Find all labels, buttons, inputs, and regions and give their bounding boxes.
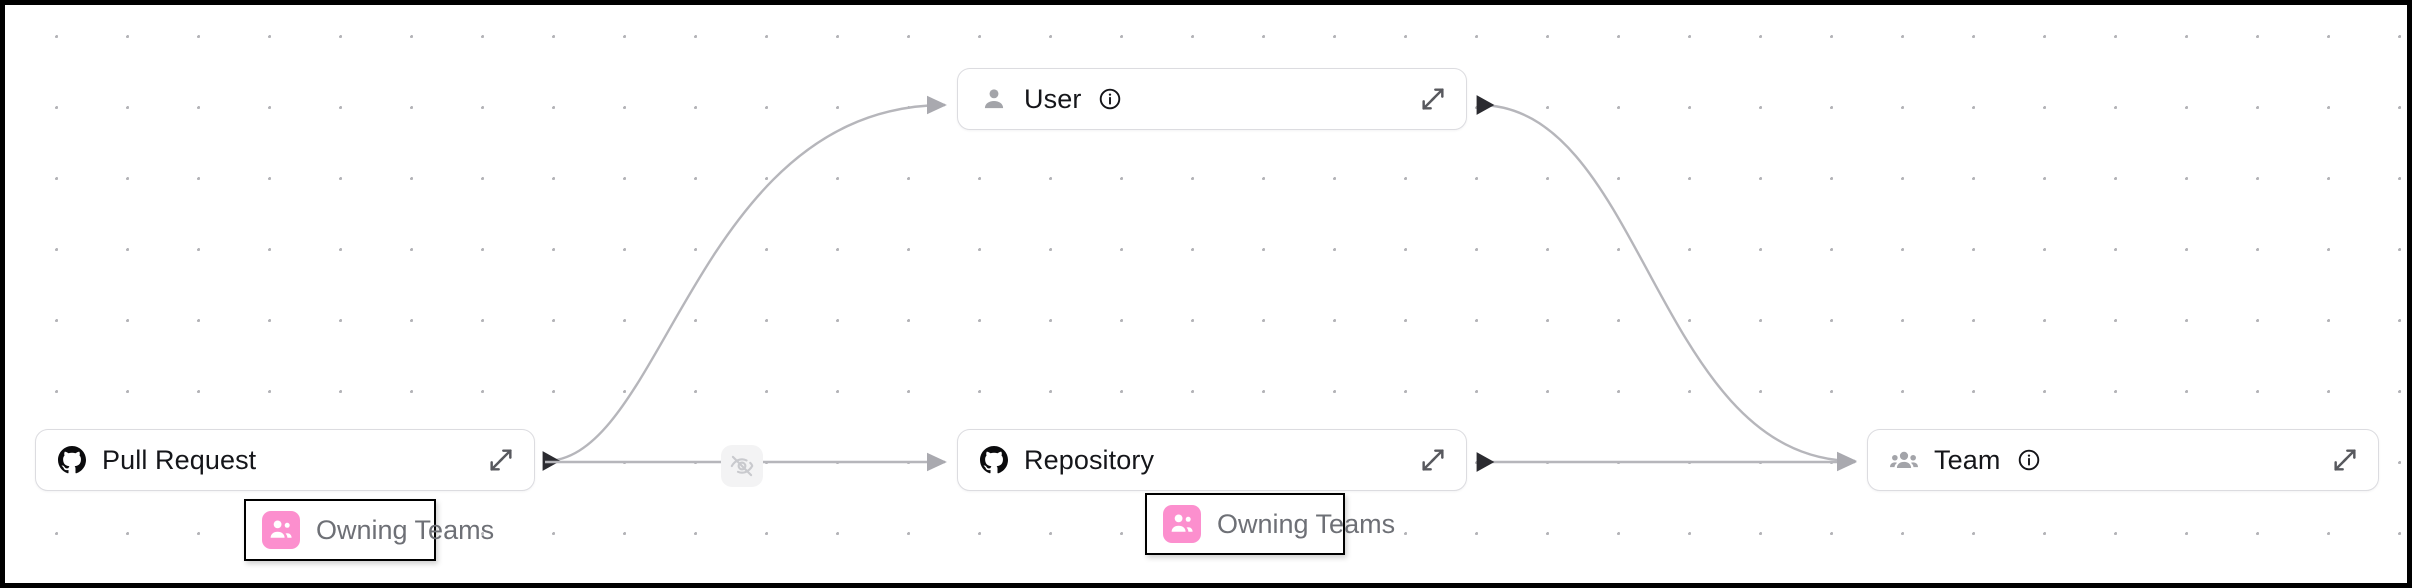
node-label: Repository <box>1024 444 1155 475</box>
expand-diagonal-icon[interactable] <box>486 445 516 475</box>
people-group-icon <box>1890 446 1918 474</box>
edge-pull-request-to-user[interactable] <box>542 95 947 471</box>
github-icon <box>980 446 1008 474</box>
node-pull-request[interactable]: Pull Request <box>35 429 535 491</box>
node-team[interactable]: Team <box>1867 429 2379 491</box>
node-label: Pull Request <box>102 444 257 475</box>
edge-user-to-team[interactable] <box>1476 95 1857 471</box>
info-circle-icon[interactable] <box>1097 87 1122 112</box>
expand-diagonal-icon[interactable] <box>1418 445 1448 475</box>
expand-diagonal-icon[interactable] <box>1418 84 1448 114</box>
node-label: Team <box>1934 444 2001 475</box>
node-user[interactable]: User <box>957 68 1467 130</box>
eye-off-icon <box>730 455 754 477</box>
node-repository[interactable]: Repository <box>957 429 1467 491</box>
owning-teams-icon <box>262 511 300 549</box>
info-circle-icon[interactable] <box>2016 448 2041 473</box>
owning-teams-badge[interactable]: Owning Teams <box>1145 493 1395 555</box>
person-icon <box>980 85 1008 113</box>
owning-teams-icon <box>1163 505 1201 543</box>
owning-teams-label: Owning Teams <box>316 514 495 545</box>
owning-teams-label: Owning Teams <box>1217 508 1396 539</box>
github-icon <box>58 446 86 474</box>
expand-diagonal-icon[interactable] <box>2330 445 2360 475</box>
node-label: User <box>1024 83 1082 114</box>
edge-visibility-toggle[interactable] <box>721 445 763 487</box>
owning-teams-badge[interactable]: Owning Teams <box>244 499 494 561</box>
